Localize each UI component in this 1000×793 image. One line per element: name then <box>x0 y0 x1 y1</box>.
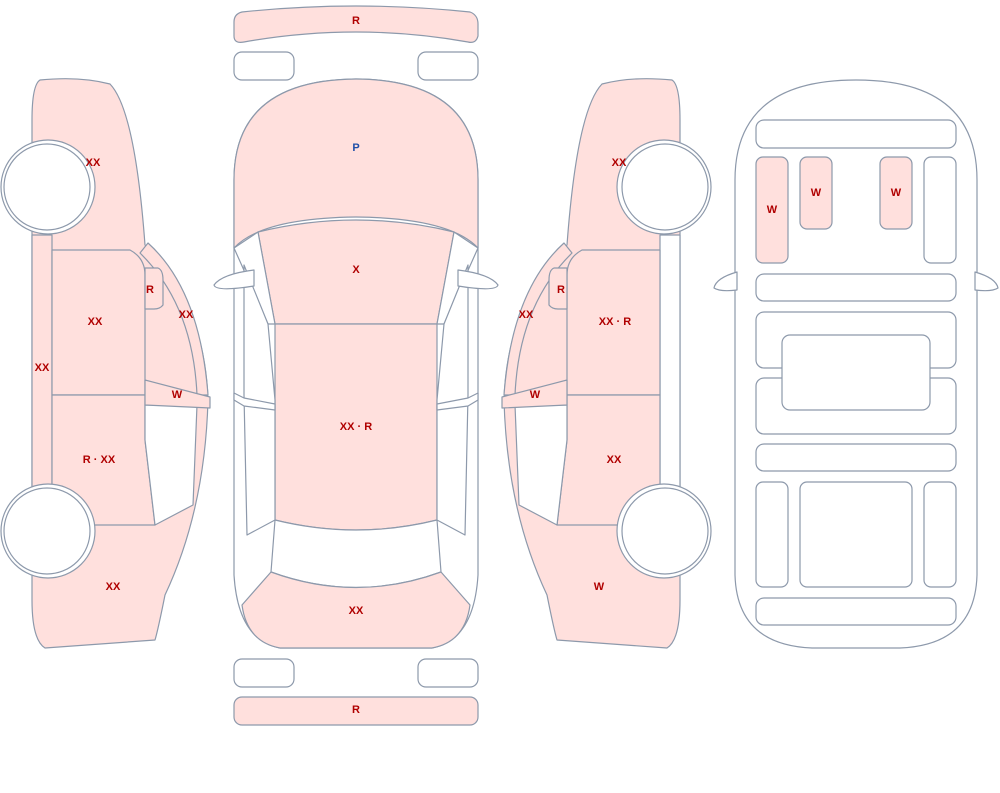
right-side-window-top[interactable] <box>436 264 469 536</box>
windshield-code: X <box>352 264 360 276</box>
trunk[interactable] <box>241 571 471 649</box>
interior-right-mirror[interactable] <box>974 271 999 292</box>
right-front-wheel[interactable] <box>621 143 709 231</box>
left-front-fender-code: XX <box>86 157 101 169</box>
rear-bumper[interactable] <box>233 696 479 726</box>
left-door-glass[interactable] <box>144 404 198 526</box>
right-door-window[interactable] <box>501 379 568 409</box>
rear-left-taillight[interactable] <box>233 658 295 688</box>
left-side-window-top[interactable] <box>243 264 276 536</box>
left-rear-wheel[interactable] <box>3 487 91 575</box>
interior-seat-1-code: W <box>767 204 778 216</box>
right-mirror-top[interactable] <box>457 269 499 290</box>
right-front-fender-code: XX <box>612 157 627 169</box>
right-sill[interactable] <box>659 234 681 501</box>
right-pillar-code: XX <box>519 309 534 321</box>
interior-seat-2-code: W <box>811 187 822 199</box>
rear-window[interactable] <box>270 519 442 589</box>
interior-view: W W W <box>713 79 999 649</box>
left-sill-code: XX <box>35 362 50 374</box>
rear-right-taillight[interactable] <box>417 658 479 688</box>
left-mirror-code: R <box>146 284 154 296</box>
right-door-window-code: W <box>530 389 541 401</box>
left-front-door[interactable] <box>51 249 146 396</box>
left-door-window[interactable] <box>144 379 211 409</box>
right-rear-quarter-code: W <box>594 581 605 593</box>
interior-left-mirror[interactable] <box>713 271 738 292</box>
right-side-view: XX XX · R XX W XX R W <box>501 78 712 649</box>
hood[interactable] <box>233 78 479 249</box>
left-b-pillar-top[interactable] <box>233 392 276 411</box>
left-door-window-code: W <box>172 389 183 401</box>
left-mirror[interactable] <box>144 267 164 310</box>
interior-front-row[interactable] <box>755 273 957 302</box>
left-side-view: XX XX R · XX XX XX XX R W <box>0 78 211 649</box>
interior-rear-left-panel[interactable] <box>755 481 789 588</box>
left-mirror-top[interactable] <box>213 269 255 290</box>
interior-seat-4[interactable] <box>923 156 957 264</box>
front-left-headlight[interactable] <box>233 51 295 81</box>
left-pillar-code: XX <box>179 309 194 321</box>
left-front-door-code: XX <box>88 316 103 328</box>
interior-rear-row[interactable] <box>755 443 957 472</box>
right-mirror[interactable] <box>548 267 568 310</box>
hood-code: P <box>352 142 359 154</box>
front-right-headlight[interactable] <box>417 51 479 81</box>
interior-rear-shelf[interactable] <box>755 597 957 626</box>
right-door-glass[interactable] <box>514 404 568 526</box>
left-front-wheel[interactable] <box>3 143 91 231</box>
right-front-door[interactable] <box>566 249 661 396</box>
trunk-code: XX <box>349 605 364 617</box>
left-rear-quarter-code: XX <box>106 581 121 593</box>
interior-rear-right-panel[interactable] <box>923 481 957 588</box>
interior-seat-3-code: W <box>891 187 902 199</box>
interior-seat-2[interactable] <box>799 156 833 230</box>
rear-bumper-code: R <box>352 704 360 716</box>
left-rear-door-code: R · XX <box>83 454 116 466</box>
front-bumper[interactable] <box>233 5 479 43</box>
interior-cargo-area[interactable] <box>799 481 913 588</box>
top-view: R P X XX · R XX R <box>213 5 499 726</box>
interior-seat-1[interactable] <box>755 156 789 264</box>
right-rear-door-code: XX <box>607 454 622 466</box>
dashboard[interactable] <box>755 119 957 149</box>
right-rear-wheel[interactable] <box>621 487 709 575</box>
interior-seat-3[interactable] <box>879 156 913 230</box>
right-b-pillar-top[interactable] <box>436 392 479 411</box>
right-front-door-code: XX · R <box>599 316 631 328</box>
roof-code: XX · R <box>340 421 372 433</box>
interior-console[interactable] <box>781 334 931 411</box>
front-bumper-code: R <box>352 15 360 27</box>
right-mirror-code: R <box>557 284 565 296</box>
